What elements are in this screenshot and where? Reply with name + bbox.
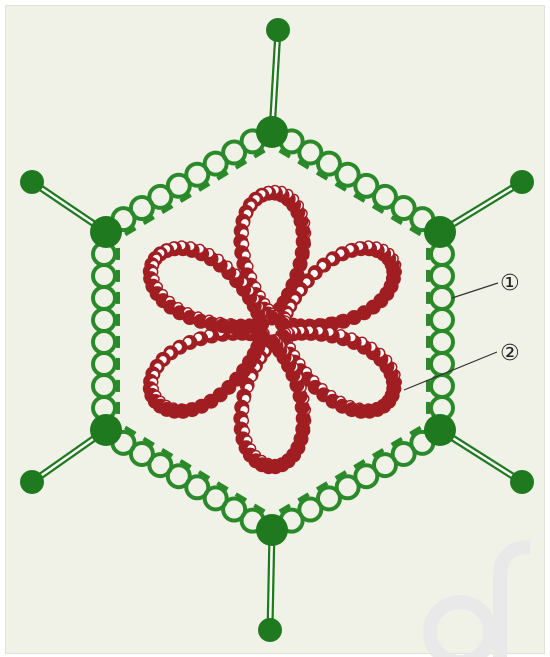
capsid-vertex-3 xyxy=(424,414,456,446)
nucleic-acid-core xyxy=(143,186,402,475)
capsid-ring xyxy=(431,331,453,353)
capsid-ring xyxy=(93,353,115,375)
capsid-ring xyxy=(431,265,453,287)
spike-6-knob xyxy=(20,170,44,194)
nucleic-bead xyxy=(254,317,269,332)
spike-5-knob xyxy=(20,470,44,494)
capsid-vertex-5 xyxy=(90,414,122,446)
capsid-vertex-2 xyxy=(424,216,456,248)
spike-3-knob xyxy=(510,470,534,494)
label-nucleic-acid: ② xyxy=(500,343,520,365)
capsid-ring xyxy=(431,309,453,331)
capsid-ring xyxy=(93,375,115,397)
capsid-ring xyxy=(431,375,453,397)
capsid-vertex-1 xyxy=(256,116,288,148)
capsid-ring xyxy=(431,287,453,309)
leader-line-capsid xyxy=(452,283,498,298)
capsid-vertex-4 xyxy=(256,514,288,546)
capsid-shell xyxy=(90,116,456,546)
spike-2-knob xyxy=(510,170,534,194)
label-capsid: ① xyxy=(500,273,520,295)
spike-1-knob xyxy=(266,18,290,42)
capsid-vertex-6 xyxy=(90,216,122,248)
capsid-ring xyxy=(93,309,115,331)
capsid-ring xyxy=(93,287,115,309)
capsid-ring xyxy=(93,331,115,353)
spike-4-knob xyxy=(258,618,282,642)
capsid-ring xyxy=(93,265,115,287)
watermark-mark xyxy=(420,507,540,657)
